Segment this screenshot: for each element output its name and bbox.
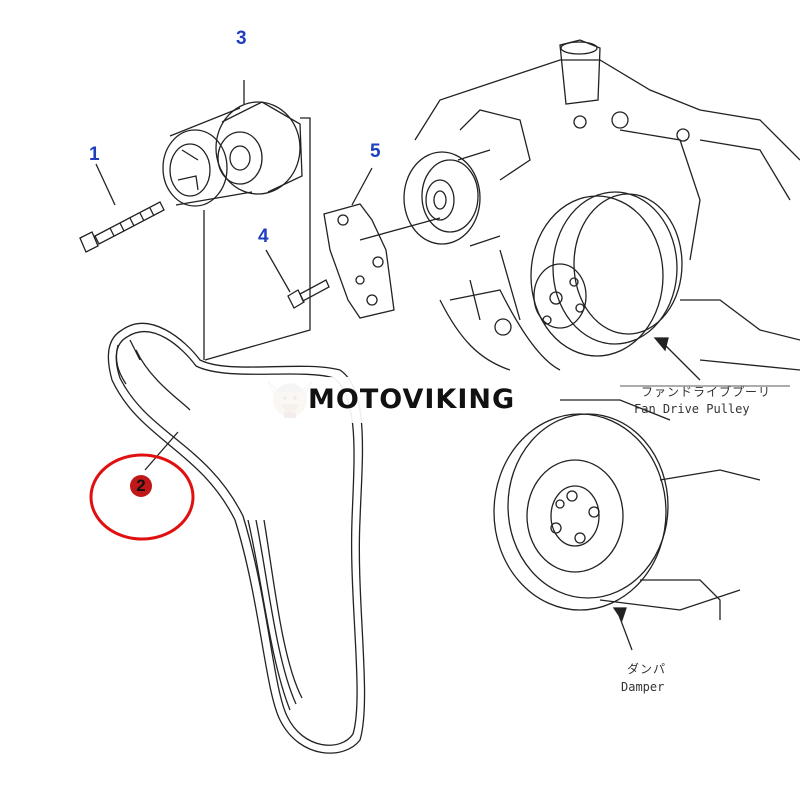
callout-5: 5 (370, 141, 381, 162)
plate-5 (323, 167, 441, 319)
bolt-1 (79, 163, 165, 253)
v-belt (107, 322, 366, 754)
brand-name: MOTOVIKING (308, 384, 516, 415)
fan-drive-pulley (530, 191, 701, 381)
callout-4: 4 (258, 226, 269, 247)
watermark-logo: MOTOVIKING (262, 377, 534, 423)
bolt-4 (265, 249, 330, 309)
fan-drive-pulley-label-jp: ファンドライブプーリ (641, 385, 772, 399)
highlight-circle (89, 453, 195, 541)
idler-pulley (403, 149, 501, 247)
callout-3: 3 (236, 28, 247, 49)
tensioner-3 (162, 80, 311, 361)
damper-label-jp: ダンパ (627, 662, 667, 676)
leader-line-belt (144, 431, 179, 471)
engine-block (414, 39, 800, 620)
damper (493, 413, 669, 651)
damper-label-en: Damper (621, 680, 665, 694)
callout-2-highlighted: 2 (130, 475, 152, 497)
callout-1: 1 (89, 144, 100, 165)
fan-drive-pulley-label-en: Fan Drive Pulley (634, 402, 750, 416)
